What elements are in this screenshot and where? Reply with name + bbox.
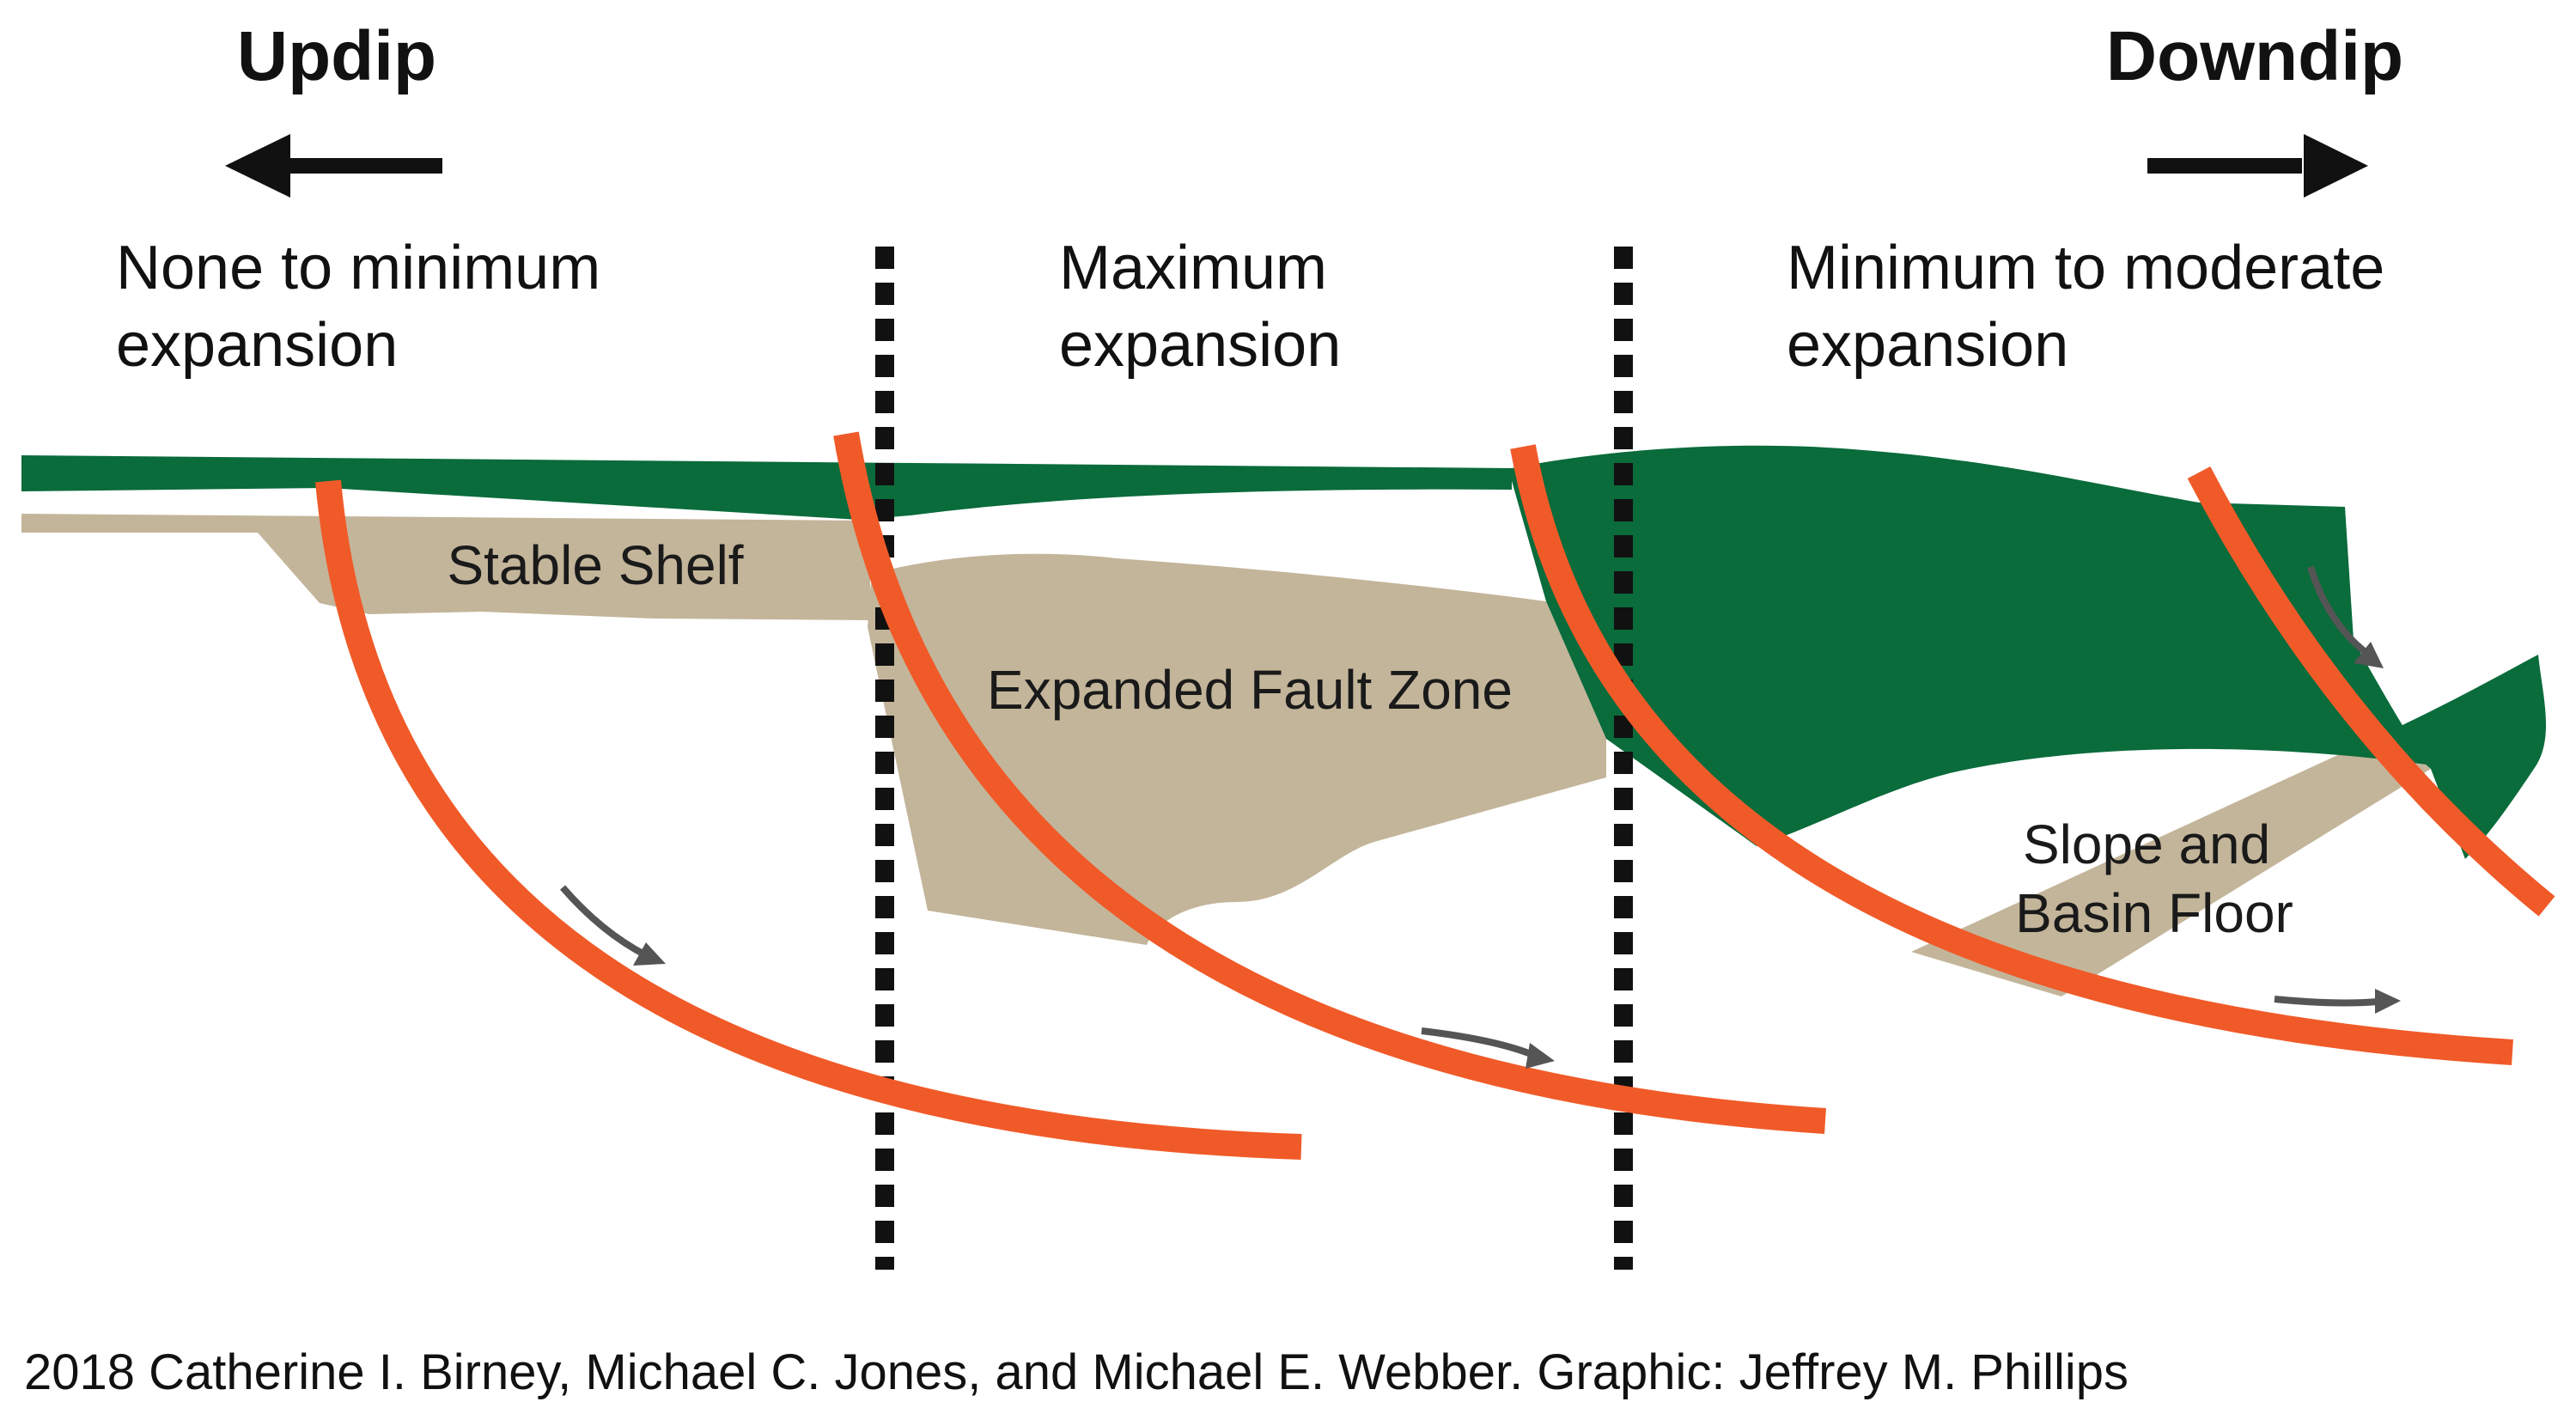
slope-basin-floor-unit bbox=[1911, 732, 2431, 996]
fault-2 bbox=[833, 431, 1826, 1134]
fault-3 bbox=[1510, 444, 2513, 1065]
downdip-green-wedge bbox=[1512, 445, 2427, 846]
growth-faults bbox=[315, 431, 2555, 1160]
downdip-arrow-icon bbox=[2147, 134, 2368, 198]
stable-shelf-unit bbox=[21, 514, 872, 620]
stable-shelf-label: Stable Shelf bbox=[447, 534, 743, 596]
credit-line: 2018 Catherine I. Birney, Michael C. Jon… bbox=[24, 1344, 2128, 1400]
updip-label: Updip bbox=[237, 17, 436, 95]
fault-1 bbox=[315, 479, 1302, 1160]
downdip-label: Downdip bbox=[2106, 17, 2403, 95]
zone-right-label: Minimum to moderate expansion bbox=[1787, 234, 2402, 380]
expanded-fault-zone-label: Expanded Fault Zone bbox=[987, 659, 1513, 721]
zone-left-label: None to minimum expansion bbox=[116, 234, 618, 380]
upper-green-layer bbox=[21, 455, 1512, 520]
fault-4 bbox=[2187, 466, 2555, 917]
motion-arrow-icon-1 bbox=[559, 885, 666, 966]
motion-arrow-icon-2 bbox=[1421, 1027, 1555, 1069]
motion-arrow-icon-3 bbox=[2307, 565, 2384, 668]
zone-middle-label: Maximum expansion bbox=[1059, 234, 1344, 380]
updip-arrow-icon bbox=[225, 134, 442, 198]
motion-arrow-icon-4 bbox=[2274, 989, 2401, 1014]
basin-green-lobe bbox=[2388, 655, 2547, 859]
slope-basin-floor-label: Slope and Basin Floor bbox=[2015, 814, 2293, 944]
